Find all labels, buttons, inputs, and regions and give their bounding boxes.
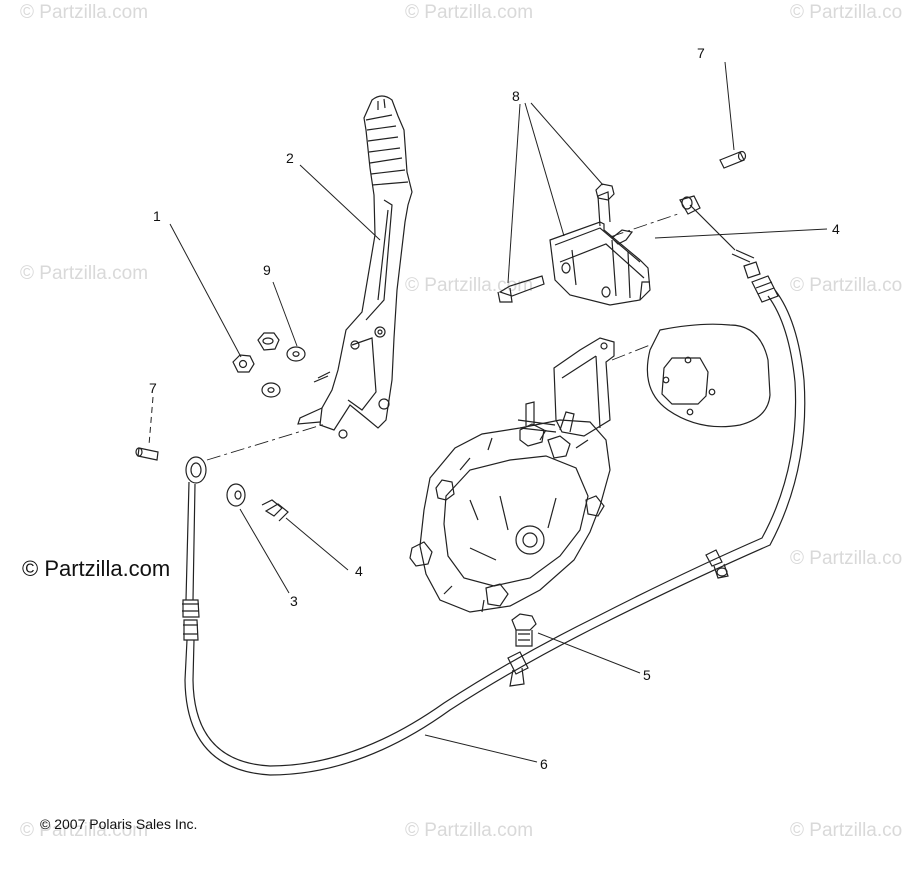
callout-4-left: 4 [355, 563, 363, 579]
watermark-prominent: © Partzilla.com [22, 556, 171, 581]
washer-3 [226, 483, 246, 507]
nut-1 [232, 354, 255, 373]
callout-7-left: 7 [149, 380, 157, 396]
alignment-lines [206, 213, 679, 461]
watermark: © Partzilla.com [790, 548, 903, 569]
callout-2: 2 [286, 150, 294, 166]
callout-6: 6 [540, 756, 548, 772]
callout-4-right: 4 [832, 221, 840, 237]
watermark: © Partzilla.com [405, 2, 534, 23]
brake-cable [184, 195, 806, 776]
brake-disc [646, 323, 771, 428]
callout-9: 9 [263, 262, 271, 278]
callout-1: 1 [153, 208, 161, 224]
caliper-bracket [517, 337, 615, 437]
nut-flange [257, 332, 280, 351]
gearcase [409, 401, 611, 613]
watermark: © Partzilla.com [790, 2, 903, 23]
copyright-notice: © 2007 Polaris Sales Inc. [40, 816, 198, 832]
watermark: © Partzilla.com [405, 820, 534, 841]
washer-lower [261, 382, 281, 398]
caliper-bolt [497, 275, 545, 303]
callout-5: 5 [643, 667, 651, 683]
spring-clip-4-right [611, 229, 634, 245]
clevis-pin-7-left [135, 447, 159, 461]
brake-caliper [549, 191, 651, 306]
washer-9 [286, 346, 306, 362]
watermark: © Partzilla.com [20, 2, 149, 23]
watermark: © Partzilla.com [20, 263, 149, 284]
caliper-nut [595, 183, 615, 201]
leader-lines [148, 61, 828, 763]
cable-left-end [182, 456, 207, 681]
watermark: © Partzilla.com [790, 820, 903, 841]
callout-8: 8 [512, 88, 520, 104]
brake-pedal [297, 95, 413, 439]
clevis-pin-7-right [719, 150, 747, 169]
watermark: © Partzilla.com [790, 275, 903, 296]
watermark: © Partzilla.com [20, 820, 149, 841]
spring-clip-4-left [261, 499, 289, 522]
callout-3: 3 [290, 593, 298, 609]
callout-7-right: 7 [697, 45, 705, 61]
bolt-5 [511, 613, 537, 647]
